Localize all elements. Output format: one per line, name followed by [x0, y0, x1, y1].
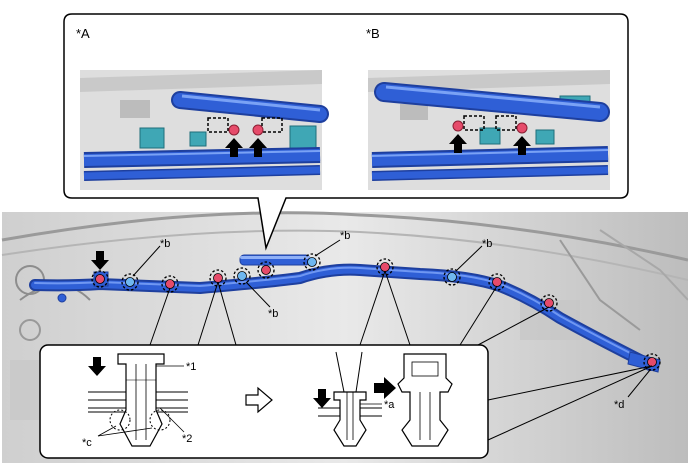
label-2: *2: [182, 433, 192, 445]
callout-b-4: *b: [268, 308, 278, 320]
removed-clip: [397, 353, 453, 447]
callout-b-1: *b: [160, 238, 170, 250]
callout-d: *d: [614, 399, 624, 411]
clip-removal-step: *a: [313, 351, 396, 447]
hollow-right-arrow-icon: [245, 386, 273, 414]
view-b: *B: [366, 26, 610, 190]
main-callouts: *b *b *b *b *d: [132, 230, 651, 411]
label-1: *1: [186, 361, 196, 373]
view-b-label: *B: [366, 26, 380, 41]
callout-b-2: *b: [340, 230, 350, 242]
view-a-label: *A: [76, 26, 90, 41]
bottom-callout-leaders: [149, 270, 653, 441]
clip-cross-section: *1 *2 *c: [82, 353, 196, 449]
callout-b-3: *b: [482, 238, 492, 250]
label-c: *c: [82, 437, 92, 449]
view-a: *A: [76, 26, 329, 190]
label-a: *a: [384, 399, 395, 411]
